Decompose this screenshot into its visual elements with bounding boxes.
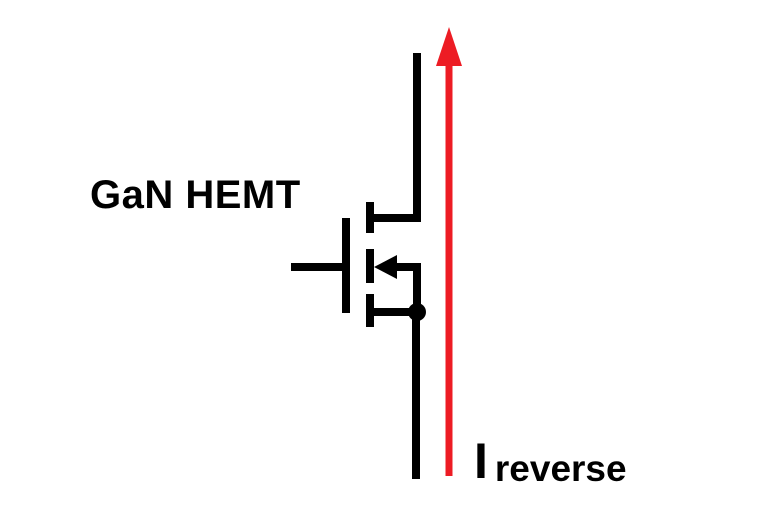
reverse-current-arrow-head-icon [436,27,462,66]
current-subscript: reverse [494,448,627,489]
body-arrow-head-icon [374,255,397,279]
current-symbol: I [474,433,488,489]
transistor-label: GaN HEMT [90,173,301,217]
